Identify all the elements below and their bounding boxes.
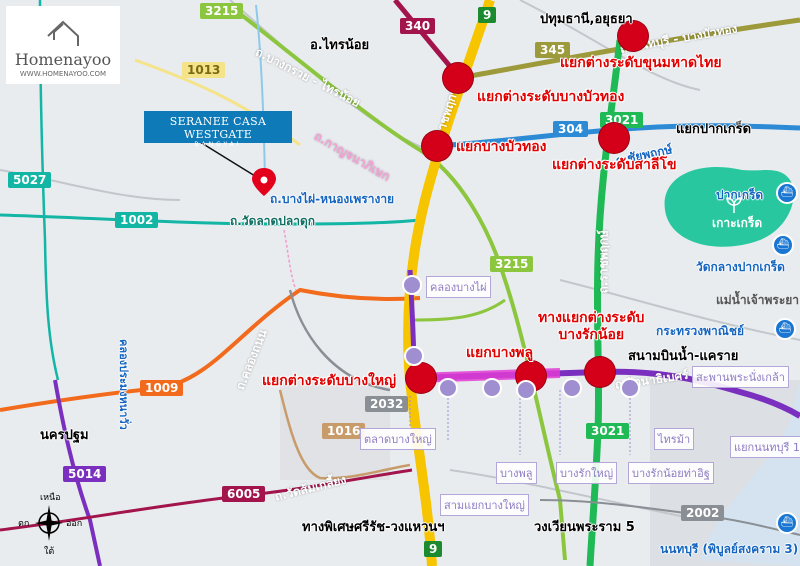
station-label-sainma: ไทรม้า: [654, 428, 695, 450]
shield-1002: 1002: [115, 212, 159, 228]
station-label-bangphlu: บางพลู: [496, 462, 537, 484]
junction-label-bangyai: แยกต่างระดับบางใหญ่: [262, 373, 397, 389]
direction-sanambin: สนามบินน้ำ-แคราย: [628, 349, 739, 364]
leaf-icon: [726, 197, 742, 213]
station-label-talatbangyai: ตลาดบางใหญ่: [360, 428, 436, 450]
junction-label-bangraknoi: ทางแยกต่างระดับ บางรักน้อย: [538, 310, 645, 343]
junction-label-khunmahatthai: แยกต่างระดับขุนมหาดไทย: [560, 55, 722, 71]
station-icon-khlongbangphai[interactable]: [402, 275, 422, 295]
shield-9-top: 9: [478, 7, 497, 23]
junction-dot-bangbuathong-lvl[interactable]: [443, 63, 473, 93]
station-icon-sainma[interactable]: [620, 378, 640, 398]
pier-icon-ministry: ⛴: [774, 318, 796, 340]
place-watklang: วัดกลางปากเกร็ด: [696, 260, 785, 274]
logo-brand: Homenayoo: [14, 50, 112, 69]
shield-2032: 2032: [365, 396, 409, 412]
station-label-bangrakyai: บางรักใหญ่: [556, 462, 618, 484]
shield-2002: 2002: [681, 505, 725, 521]
station-icon-bangraknoi[interactable]: [562, 378, 582, 398]
compass-north: เหนือ: [40, 493, 61, 503]
station-icon-sambangyai[interactable]: [438, 378, 458, 398]
direction-phiset: ทางพิเศษศรีรัช-วงแหวนฯ: [302, 520, 445, 535]
shield-9-bot: 9: [424, 541, 443, 557]
junction-label-bangbuathong: แยกบางบัวทอง: [456, 139, 547, 155]
station-label-phranangklao: สะพานพระนั่งเกล้า: [692, 366, 789, 388]
station-label-bangraknoi: บางรักน้อยท่าอิฐ: [628, 462, 714, 484]
shield-3021-bot: 3021: [586, 423, 630, 439]
road-label-bangphai: ถ.บางไผ่-หนองเพรางาย: [270, 192, 395, 206]
junction-label-bangbuathong-lvl: แยกต่างระดับบางบัวทอง: [477, 89, 625, 105]
station-label-khlongbangphai: คลองบางไผ่: [426, 276, 491, 298]
project-name: SERANEE CASA WESTGATE: [169, 115, 267, 141]
shield-1016: 1016: [322, 423, 366, 439]
direction-pathum: ปทุมธานี,อยุธยา: [540, 12, 633, 27]
road-label-watladpladuk: ถ.วัดลาดปลาดุก: [230, 214, 316, 228]
shield-3215-top: 3215: [200, 3, 244, 19]
compass-rose-icon: [35, 505, 63, 541]
direction-pakkret: แยกปากเกร็ด: [676, 122, 752, 137]
junction-label-saliphai: แยกต่างระดับสาลีโข: [552, 157, 677, 173]
road-label-ratchaphruek-v: ถ.ราชพฤกษ์: [596, 229, 611, 294]
place-chaophraya: แม่น้ำเจ้าพระยา: [716, 293, 800, 307]
station-label-nonthaburi1: แยกนนทบุรี 1: [730, 436, 800, 458]
shield-304: 304: [553, 121, 589, 137]
junction-dot-bangyai[interactable]: [406, 363, 436, 393]
shield-1009: 1009: [140, 380, 184, 396]
junction-dot-bangbuathong[interactable]: [422, 131, 452, 161]
junction-label-bangphlu: แยกบางพลู: [466, 345, 534, 361]
direction-rama5: วงเวียนพระราม 5: [534, 520, 635, 535]
pier-icon-watklang: ⛴: [772, 234, 794, 256]
shield-340: 340: [400, 18, 436, 34]
direction-nakhonpathom: นครปฐม: [40, 428, 89, 443]
station-icon-bangphlu[interactable]: [482, 378, 502, 398]
road-label-khlong-pralab: คลองประมงหนาวั่ว: [117, 339, 130, 430]
project-subtitle: BANGYAI: [194, 141, 242, 148]
direction-sainoi: อ.ไทรน้อย: [310, 38, 370, 53]
compass-south: ใต้: [44, 547, 55, 557]
junction-dot-khunmahatthai[interactable]: [618, 21, 648, 51]
shield-1013: 1013: [182, 62, 226, 78]
station-icon-bangrakyai[interactable]: [516, 380, 536, 400]
shield-345: 345: [535, 42, 571, 58]
project-label: SERANEE CASA WESTGATE BANGYAI: [144, 111, 292, 148]
shield-3215-mid: 3215: [490, 256, 534, 272]
station-label-sambangyai: สามแยกบางใหญ่: [440, 494, 529, 516]
compass-east: ออก: [66, 519, 83, 529]
logo-url: WWW.HOMENAYOO.COM: [19, 70, 107, 78]
place-ministry: กระทรวงพาณิชย์: [656, 324, 745, 338]
place-kohkret: เกาะเกร็ด: [712, 216, 763, 230]
pier-icon-pakkret: ⛴: [776, 182, 798, 204]
shield-6005: 6005: [222, 486, 266, 502]
shield-5027: 5027: [8, 172, 52, 188]
junction-dot-saliphai[interactable]: [599, 123, 629, 153]
shield-5014: 5014: [63, 466, 107, 482]
logo: Homenayoo WWW.HOMENAYOO.COM: [6, 6, 120, 84]
compass-west: ตก: [18, 519, 30, 529]
place-nonthaburi-pier: นนทบุรี (พิบูลย์สงคราม 3): [660, 542, 799, 556]
junction-dot-bangraknoi[interactable]: [585, 357, 615, 387]
station-icon-talatbangyai[interactable]: [404, 346, 424, 366]
pier-icon-nonthaburi: ⛴: [776, 512, 798, 534]
compass: เหนือ ใต้ ตก ออก: [18, 490, 83, 557]
house-logo-icon: [47, 20, 79, 46]
